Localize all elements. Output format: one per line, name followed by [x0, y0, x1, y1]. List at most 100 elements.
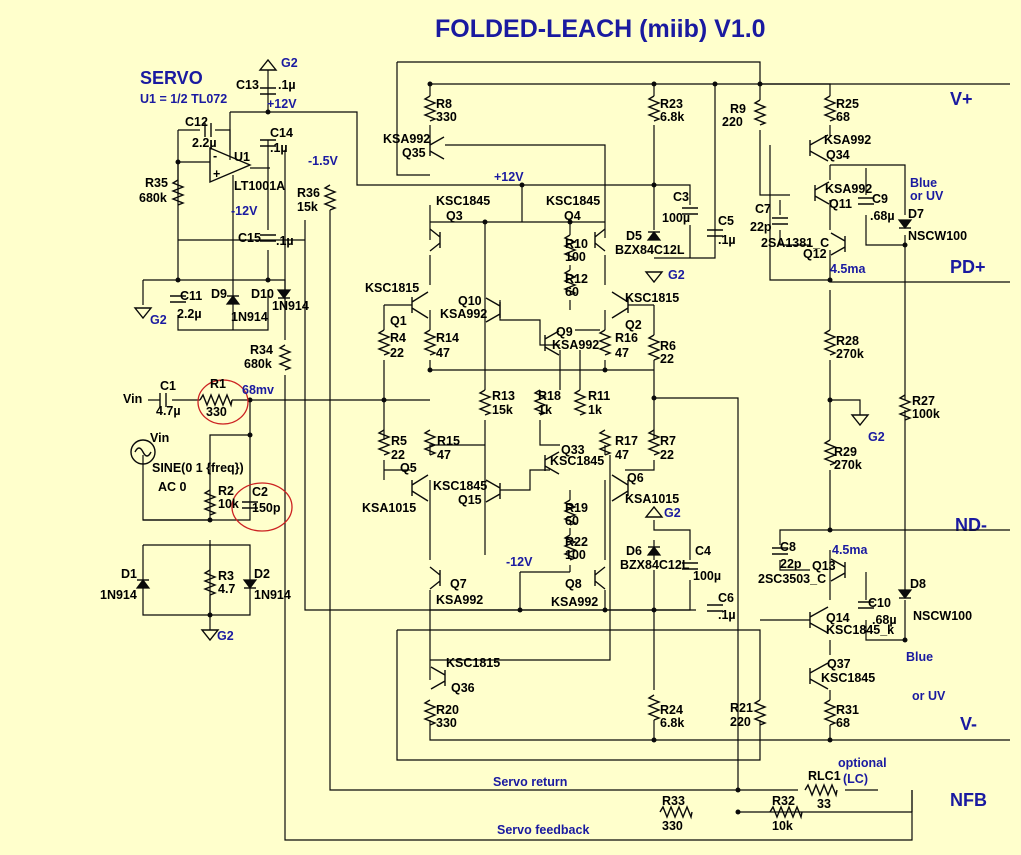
r14-val: 47 [436, 346, 450, 360]
c5-val: .1µ [718, 233, 736, 247]
r15-ref: R15 [437, 434, 460, 448]
r24-val: 6.8k [660, 716, 684, 730]
r34-val: 680k [244, 357, 272, 371]
c1-ref: C1 [160, 379, 176, 393]
q1-part: KSC1815 [365, 281, 419, 295]
r7-val: 22 [660, 448, 674, 462]
r35-val: 680k [139, 191, 167, 205]
q34-part: KSA992 [824, 133, 871, 147]
c8-ref: C8 [780, 540, 796, 554]
q6-ref: Q6 [627, 471, 644, 485]
r31-val: 68 [836, 716, 850, 730]
r29-val: 270k [834, 458, 862, 472]
servo-feedback-label: Servo feedback [497, 823, 589, 837]
svg-text:+: + [213, 167, 220, 181]
optional-label: optional [838, 756, 887, 770]
rail-pdplus-label: PD+ [950, 257, 986, 277]
c15-ref: C15 [238, 231, 261, 245]
r12-val: 60 [565, 285, 579, 299]
q36-part: KSC1815 [446, 656, 500, 670]
c4-ref: C4 [695, 544, 711, 558]
r4-ref: R4 [390, 331, 406, 345]
c2-ref: C2 [252, 485, 268, 499]
r16-ref: R16 [615, 331, 638, 345]
q33-ref: Q33 [561, 443, 585, 457]
ma45-label-bottom: 4.5ma [832, 543, 868, 557]
c6-ref: C6 [718, 591, 734, 605]
q2-part: KSC1815 [625, 291, 679, 305]
q37-ref: Q37 [827, 657, 851, 671]
q3-part: KSC1845 [436, 194, 490, 208]
r8-val: 330 [436, 110, 457, 124]
c14-val: .1µ [270, 141, 288, 155]
q33-part: KSC1845 [550, 454, 604, 468]
r33-val: 330 [662, 819, 683, 833]
d10-ref: D10 [251, 287, 274, 301]
q34-ref: Q34 [826, 148, 850, 162]
r12-ref: R12 [565, 272, 588, 286]
r5-ref: R5 [391, 434, 407, 448]
r15-val: 47 [437, 448, 451, 462]
c12-val: 2.2µ [192, 136, 217, 150]
c15-val: .1µ [276, 234, 294, 248]
capacitor-symbols [159, 87, 874, 612]
r25-val: 68 [836, 110, 850, 124]
r32-ref: R32 [772, 794, 795, 808]
c10-ref: C10 [868, 596, 891, 610]
q4-ref: Q4 [564, 209, 581, 223]
c4-val: 100µ [693, 569, 721, 583]
r32-val: 10k [772, 819, 793, 833]
r31-ref: R31 [836, 703, 859, 717]
r3-val: 4.7 [218, 582, 235, 596]
vin-source-ac: AC 0 [158, 480, 187, 494]
c14-ref: C14 [270, 126, 293, 140]
r1-val: 330 [206, 405, 227, 419]
c3-ref: C3 [673, 190, 689, 204]
c2-val: 150p [252, 501, 281, 515]
r5-val: 22 [391, 448, 405, 462]
q10-ref: Q10 [458, 294, 482, 308]
q37-part: KSC1845 [821, 671, 875, 685]
resistor-symbols [171, 95, 912, 820]
r13-val: 15k [492, 403, 513, 417]
q36-ref: Q36 [451, 681, 475, 695]
r36-val: 15k [297, 200, 318, 214]
r10-ref: R10 [565, 237, 588, 251]
q13-part: 2SC3503_C [758, 572, 826, 586]
q5-part: KSA1015 [362, 501, 416, 515]
c9-val: .68µ [870, 209, 895, 223]
oruv-label-bottom: or UV [912, 689, 946, 703]
transistor-symbols [411, 134, 846, 690]
d9-ref: D9 [211, 287, 227, 301]
c8-val: 22p [780, 557, 802, 571]
q8-part: KSA992 [551, 595, 598, 609]
rail-vplus-label: V+ [950, 89, 973, 109]
r7-ref: R7 [660, 434, 676, 448]
servo-heading: SERVO [140, 68, 203, 88]
r13-ref: R13 [492, 389, 515, 403]
oruv-label-top: or UV [910, 189, 944, 203]
r1-ref: R1 [210, 377, 226, 391]
r4-val: 22 [390, 346, 404, 360]
rail-nfb-label: NFB [950, 790, 987, 810]
q11-part: KSA992 [825, 182, 872, 196]
r27-val: 100k [912, 407, 940, 421]
q12-ref: Q12 [803, 247, 827, 261]
r28-val: 270k [836, 347, 864, 361]
q9-part: KSA992 [552, 338, 599, 352]
r24-ref: R24 [660, 703, 683, 717]
r29-ref: R29 [834, 445, 857, 459]
net-labels: G2 +12V -1.5V -12V G2 68mv G2 +12V G2 G2… [123, 56, 946, 837]
c13-ref: C13 [236, 78, 259, 92]
r11-ref: R11 [588, 389, 610, 403]
r8-ref: R8 [436, 97, 452, 111]
ma45-label-top: 4.5ma [830, 262, 866, 276]
g2-label-d6: G2 [664, 506, 681, 520]
q5-ref: Q5 [400, 461, 417, 475]
q7-ref: Q7 [450, 577, 467, 591]
c10-val: .68µ [872, 613, 897, 627]
diode-symbols [135, 219, 913, 599]
r22-val: 100 [565, 548, 586, 562]
d9-part: 1N914 [231, 310, 268, 324]
c12-ref: C12 [185, 115, 208, 129]
